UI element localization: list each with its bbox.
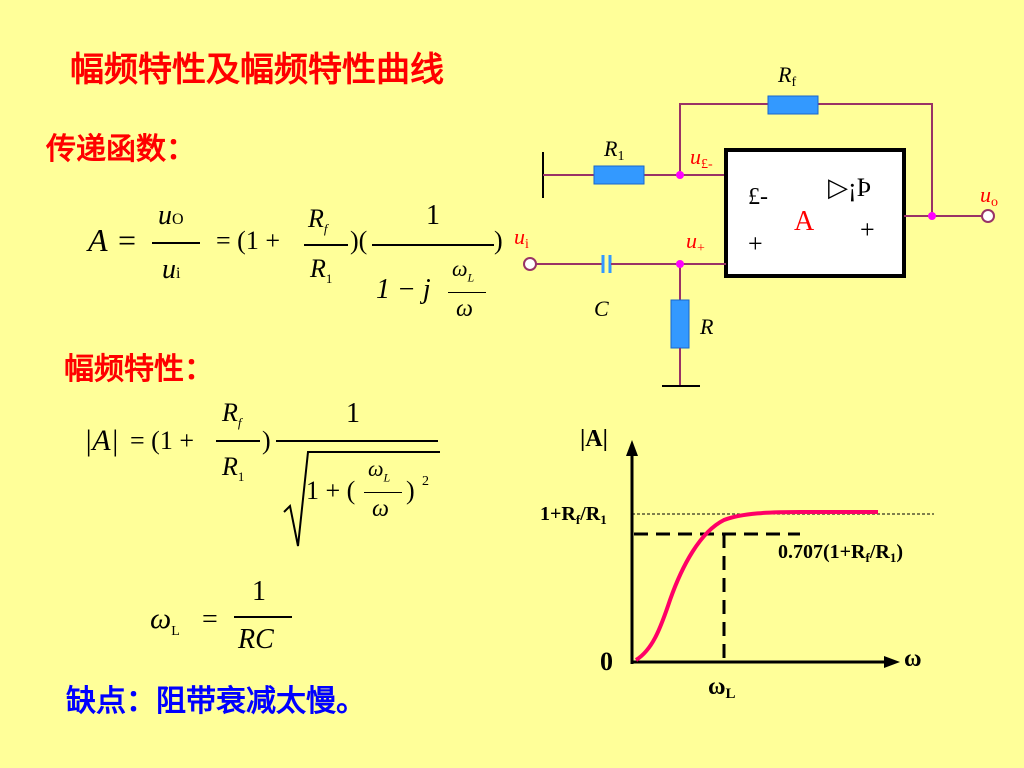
formula-one: 1 <box>346 398 360 429</box>
label-Rf: Rf <box>777 62 796 90</box>
formula-abs-A: |A| <box>84 424 119 457</box>
circuit-diagram <box>523 95 995 387</box>
label-ui: ui <box>514 224 529 252</box>
formula-rad-close: ) <box>406 476 415 505</box>
formula-square: 2 <box>422 474 429 489</box>
fraction-bar <box>372 244 494 246</box>
fraction-bar <box>304 244 348 246</box>
slide-title: 幅频特性及幅频特性曲线 <box>70 50 444 90</box>
formula-eq: = <box>202 604 218 635</box>
opamp-output-plus: + <box>860 215 875 244</box>
drawback-note: 缺点：阻带衰减太慢。 <box>66 684 366 719</box>
formula-omega: ω <box>372 496 389 522</box>
formula-eq: = <box>118 222 137 258</box>
fraction-bar <box>448 292 486 293</box>
opamp-symbol: ▷¡Þ <box>828 173 871 202</box>
formula-A: A <box>88 222 108 258</box>
formula-close: ) <box>262 426 271 455</box>
graph-xlabel: ω <box>904 646 922 672</box>
opamp-body <box>724 148 906 278</box>
y-axis-arrow <box>626 440 638 456</box>
opamp-plus-label: + <box>748 229 763 258</box>
formula-ui: ui <box>162 254 181 285</box>
label-u-plus: u+ <box>686 228 705 256</box>
formula-omega: ω <box>456 296 473 322</box>
formula-eq2: = (1 + <box>216 226 280 255</box>
formula-R1: R1 <box>310 254 333 287</box>
node-minus <box>676 171 684 179</box>
graph-half-power-label: 0.707(1+Rf/R1) <box>778 541 903 565</box>
graph-cutoff-label: ωL <box>708 674 736 702</box>
formula-one: 1 <box>426 200 440 231</box>
formula-close2: ) <box>494 226 503 255</box>
formula-omega-L: ωL <box>150 602 180 639</box>
frequency-response-graph <box>626 440 934 668</box>
fraction-bar <box>152 242 200 244</box>
label-R: R <box>699 314 714 339</box>
formula-uo: uO <box>158 200 184 231</box>
opamp-A-label: A <box>794 206 815 237</box>
label-uo: uo <box>980 182 998 210</box>
graph-origin: 0 <box>600 647 613 676</box>
resistor-Rf <box>767 95 819 115</box>
graph-ylabel: |A| <box>580 426 608 452</box>
radical-sign <box>283 451 440 547</box>
formula-R1: R1 <box>222 452 245 485</box>
formula-one: 1 <box>252 576 266 607</box>
resistor-R <box>670 299 690 349</box>
amplitude-response-heading: 幅频特性： <box>64 352 214 387</box>
label-R1: R1 <box>603 136 624 164</box>
fraction-bar <box>234 616 292 618</box>
formula-rad-prefix: 1 + ( <box>306 476 356 505</box>
input-terminal-ui <box>523 257 537 271</box>
formula-den-prefix: 1 − j <box>376 274 431 305</box>
fraction-bar <box>276 440 438 442</box>
formula-eq: = (1 + <box>130 426 194 455</box>
formula-omega-L: ωL <box>452 256 475 285</box>
output-terminal <box>981 209 995 223</box>
opamp-minus-label: £- <box>748 184 768 210</box>
transfer-function-heading: 传递函数： <box>46 132 196 167</box>
label-u-minus: u£- <box>690 144 713 172</box>
node-output <box>928 212 936 220</box>
formula-Rf: Rf <box>308 204 328 237</box>
formula-close: )( <box>350 226 368 255</box>
formula-Rf: Rf <box>222 398 242 431</box>
label-C: C <box>594 296 609 321</box>
response-curve <box>634 510 878 662</box>
graph-passband-label: 1+Rf/R1 <box>540 503 607 527</box>
x-axis-arrow <box>884 656 900 668</box>
fraction-bar <box>364 492 402 493</box>
fraction-bar <box>216 440 260 442</box>
formula-omega-L: ωL <box>368 456 391 485</box>
formula-RC: RC <box>238 624 274 655</box>
resistor-R1 <box>593 165 645 185</box>
node-plus <box>676 260 684 268</box>
